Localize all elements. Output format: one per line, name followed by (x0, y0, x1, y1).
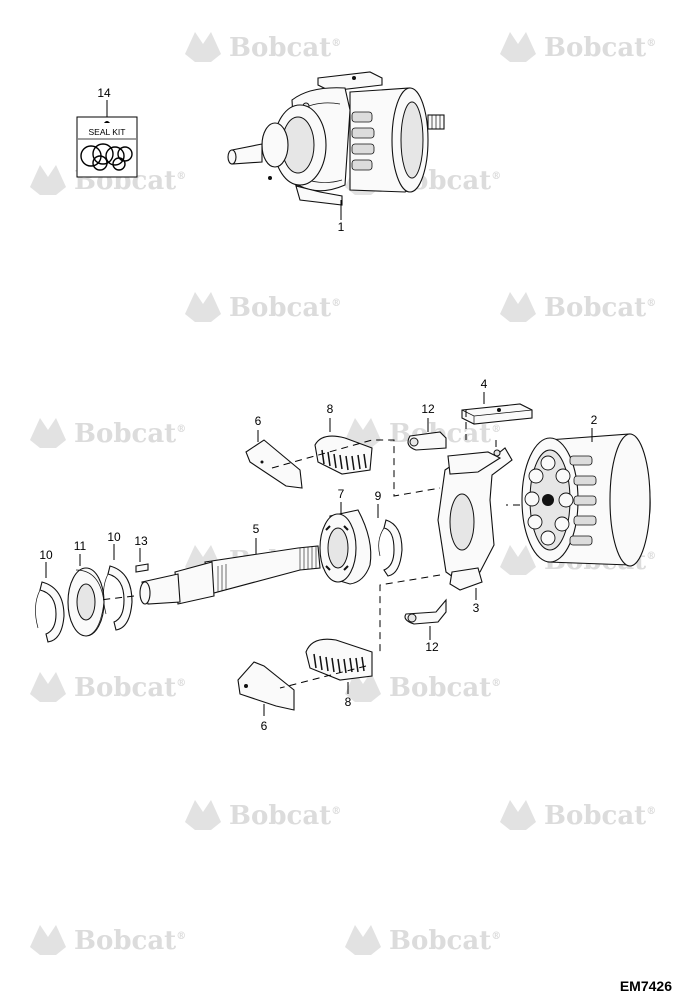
motor-assembly (227, 71, 445, 206)
callout-8-bottom: 8 (345, 695, 352, 709)
bearing-strap (237, 661, 295, 711)
watermark: Bobcat® (345, 925, 501, 956)
watermark: Bobcat® (30, 418, 186, 449)
bearing-cage (314, 435, 373, 475)
watermark: Bobcat® (345, 418, 501, 449)
svg-text:Bobcat®: Bobcat® (544, 33, 656, 63)
callout-1: 1 (338, 220, 345, 234)
pivot-plate (407, 431, 447, 451)
callout-12-bottom: 12 (425, 640, 439, 654)
watermark: Bobcat® (30, 672, 186, 703)
figure-code: EM7426 (619, 978, 672, 994)
watermark: Bobcat® (185, 32, 341, 63)
watermark-layer: Bobcat® Bobcat® Bobcat® Bobcat® Bobcat® … (30, 32, 656, 956)
callout-2: 2 (591, 413, 598, 427)
callout-6-top: 6 (255, 414, 262, 428)
snap-ring (378, 519, 403, 577)
roller-bearing (319, 509, 372, 585)
svg-text:Bobcat®: Bobcat® (74, 926, 186, 956)
watermark: Bobcat® (500, 32, 656, 63)
drive-shaft (139, 545, 321, 605)
callout-10-right: 10 (107, 530, 121, 544)
washer (67, 567, 105, 637)
callout-12-top: 12 (421, 402, 435, 416)
callout-8-top: 8 (327, 402, 334, 416)
svg-text:Bobcat®: Bobcat® (389, 926, 501, 956)
svg-text:Bobcat®: Bobcat® (389, 673, 501, 703)
callout-4: 4 (481, 377, 488, 391)
callout-7: 7 (338, 487, 345, 501)
watermark: Bobcat® (30, 925, 186, 956)
callout-10-left: 10 (39, 548, 53, 562)
svg-text:Bobcat®: Bobcat® (229, 801, 341, 831)
o-rings-icon (80, 143, 133, 171)
svg-text:Bobcat®: Bobcat® (229, 33, 341, 63)
watermark: Bobcat® (500, 292, 656, 323)
watermark: Bobcat® (500, 800, 656, 831)
callout-9: 9 (375, 489, 382, 503)
callout-3: 3 (473, 601, 480, 615)
callout-13: 13 (134, 534, 148, 548)
svg-text:Bobcat®: Bobcat® (544, 801, 656, 831)
watermark: Bobcat® (185, 800, 341, 831)
callout-6-bottom: 6 (261, 719, 268, 733)
pivot-plate (404, 598, 447, 625)
svg-text:Bobcat®: Bobcat® (544, 293, 656, 323)
snap-ring (35, 581, 65, 643)
assembly-lines (99, 410, 520, 689)
svg-text:Bobcat®: Bobcat® (74, 673, 186, 703)
shaft-key (135, 563, 149, 573)
seal-kit-box: SEAL KIT (76, 116, 138, 178)
swash-plate (437, 447, 513, 591)
watermark: Bobcat® (185, 292, 341, 323)
svg-text:Bobcat®: Bobcat® (229, 293, 341, 323)
callout-5: 5 (253, 522, 260, 536)
cylinder-barrel (521, 433, 651, 567)
bearing-cage (305, 638, 373, 681)
callout-14: 14 (97, 86, 111, 100)
callout-11: 11 (74, 539, 87, 553)
top-bar (461, 403, 533, 425)
bearing-strap (245, 439, 303, 489)
watermark: Bobcat® (345, 672, 501, 703)
seal-kit-label: SEAL KIT (88, 127, 125, 137)
svg-text:Bobcat®: Bobcat® (74, 419, 186, 449)
